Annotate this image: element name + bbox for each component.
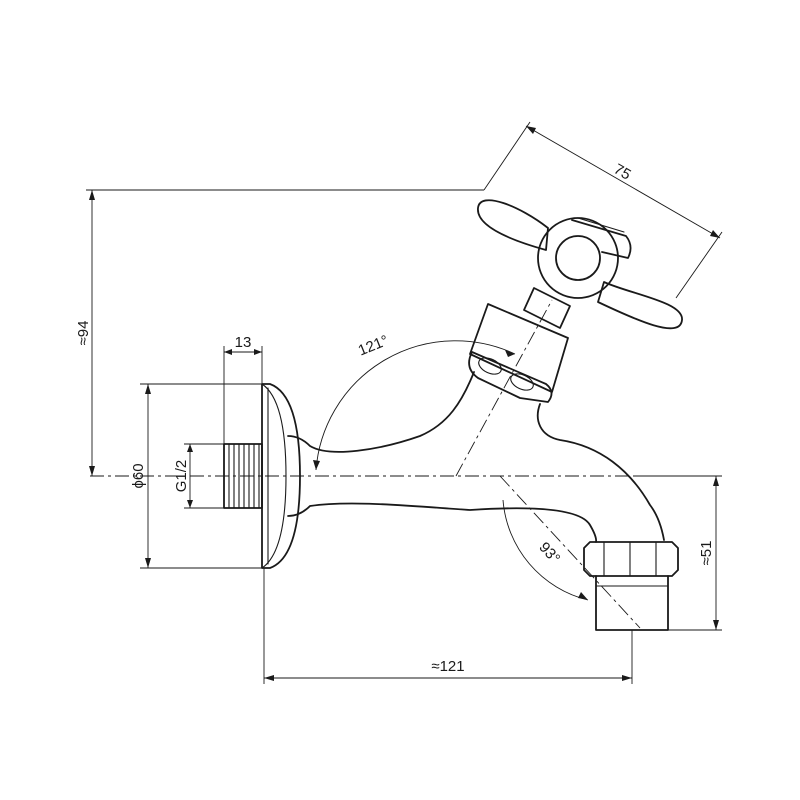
centre-lines — [90, 299, 650, 629]
dimension-height: ≈94 — [75, 189, 484, 476]
dimension-thread-length: 13 — [223, 334, 263, 444]
angle-spout: 121° — [313, 332, 516, 471]
dimension-outlet-drop: ≈51 — [636, 475, 722, 631]
spout-angle-label: 121° — [356, 332, 391, 359]
thread-size-label: G1/2 — [173, 460, 190, 493]
dimension-flange-diameter: ϕ60 — [130, 383, 262, 569]
valve-bonnet — [468, 303, 569, 403]
faucet-body — [287, 371, 665, 543]
thread-nipple — [223, 443, 263, 509]
cross-handle — [477, 199, 683, 330]
handle-width-label: 75 — [611, 161, 634, 184]
height-label: ≈94 — [75, 321, 92, 346]
outlet-nut — [583, 541, 679, 577]
dimension-handle-width: 75 — [483, 121, 723, 299]
dimension-projection: ≈121 — [263, 568, 633, 684]
stem — [523, 287, 571, 329]
projection-length-label: ≈121 — [431, 658, 464, 675]
outlet-drop-label: ≈51 — [698, 541, 715, 566]
thread-length-label: 13 — [235, 334, 252, 351]
dimension-thread-size: G1/2 — [173, 443, 224, 509]
flange-diameter-label: ϕ60 — [130, 463, 147, 488]
outlet-nozzle — [595, 575, 669, 631]
wall-flange — [261, 383, 301, 569]
outlet-angle-label: 93° — [535, 539, 563, 567]
